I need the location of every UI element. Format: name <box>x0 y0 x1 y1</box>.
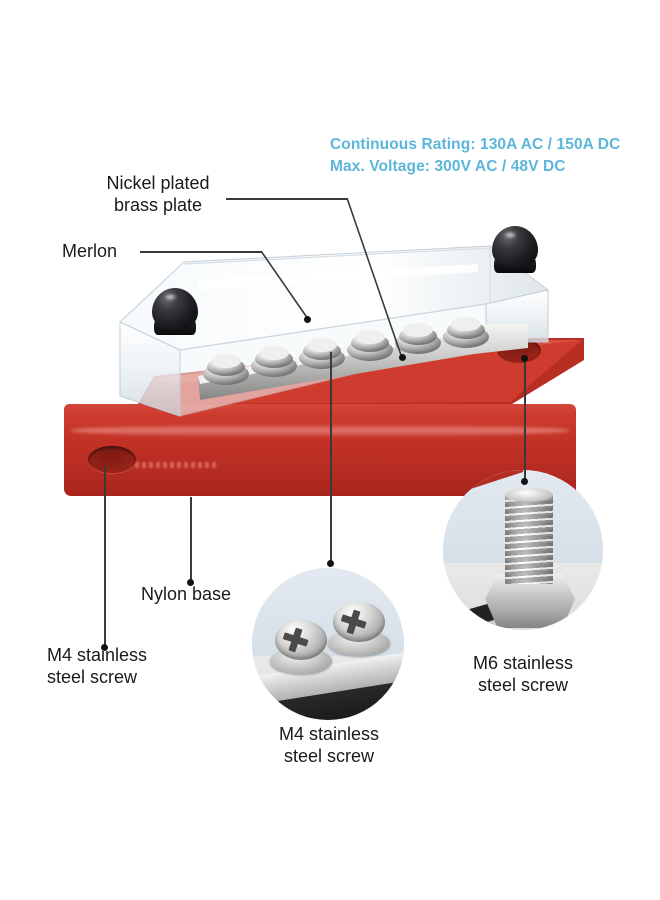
leader-m4-detail-v <box>330 352 332 564</box>
leader-nylon-base-v <box>190 497 192 583</box>
m4-screw-detail-1 <box>270 618 332 674</box>
leader-dot-merlon <box>304 316 311 323</box>
leader-dot-nickel-plate <box>399 354 406 361</box>
nickel-plated-brass-plate <box>198 317 528 402</box>
label-nickel-plated-brass-plate: Nickel plated brass plate <box>106 173 210 215</box>
leader-dot-m6-top <box>521 355 528 362</box>
leader-dot-m4-detail <box>327 560 334 567</box>
label-m6-screw-detail: M6 stainless steel screw <box>472 653 574 695</box>
leader-nickel-plate-h <box>226 198 348 200</box>
base-embossed-text <box>128 462 216 468</box>
m6-stud-cap-right <box>492 226 538 274</box>
leader-nickel-plate-diag <box>346 196 406 365</box>
leader-merlon-h <box>140 251 262 253</box>
label-m4-screw-left: M4 stainless steel screw <box>47 645 148 687</box>
leader-m6-detail-v <box>524 358 526 482</box>
label-m4-screw-detail: M4 stainless steel screw <box>278 724 380 766</box>
spec-max-voltage: Max. Voltage: 300V AC / 48V DC <box>330 158 566 175</box>
label-merlon: Merlon <box>62 241 118 261</box>
leader-merlon-diag <box>260 249 312 326</box>
m6-stud-cap-left <box>152 288 198 336</box>
leader-dot-m4-left <box>101 644 108 651</box>
leader-m4-left-v <box>104 466 106 648</box>
spec-continuous-rating: Continuous Rating: 130A AC / 150A DC <box>330 136 621 153</box>
detail-circle-m6 <box>443 470 603 630</box>
detail-circle-m4 <box>252 568 404 720</box>
m4-screw-detail-2 <box>328 600 390 656</box>
label-nylon-base: Nylon base <box>141 584 232 604</box>
leader-dot-nylon-base <box>187 579 194 586</box>
mounting-hole-left <box>88 446 136 473</box>
leader-dot-m6-detail <box>521 478 528 485</box>
nylon-base-highlight <box>70 424 570 437</box>
